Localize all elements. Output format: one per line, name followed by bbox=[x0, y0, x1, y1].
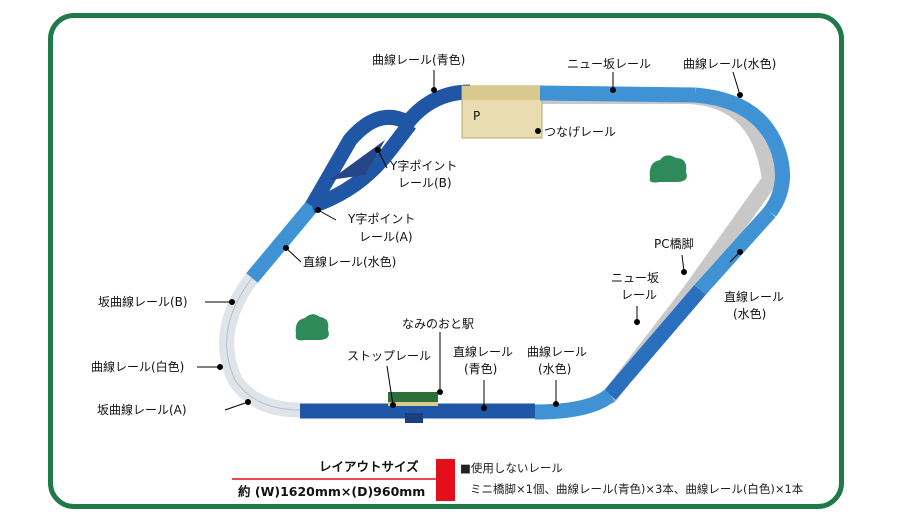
unused-rails-detail: ミニ橋脚×1個、曲線レール(青色)×3本、曲線レール(白色)×1本 bbox=[470, 482, 804, 496]
label-pc-pier: PC橋脚 bbox=[654, 236, 694, 251]
white-curve-track bbox=[219, 273, 301, 418]
top-blue-curve-track bbox=[398, 84, 471, 131]
label-straight-light-right-line1: 直線レール bbox=[724, 289, 784, 304]
label-straight-blue-line1: 直線レール bbox=[453, 344, 513, 359]
new-slope-right-track bbox=[604, 285, 706, 400]
top-light-straight-track bbox=[539, 85, 696, 103]
label-y-point-a-line1: Y字ポイント bbox=[347, 211, 415, 226]
label-y-point-a-line2: レール(A) bbox=[359, 230, 413, 244]
label-straight-light-right-line2: (水色) bbox=[733, 307, 766, 321]
label-curve-blue: 曲線レール(青色) bbox=[372, 52, 465, 67]
label-y-point-b-line1: Y字ポイント bbox=[389, 158, 457, 173]
layout-size-red-bar bbox=[436, 459, 455, 501]
label-curve-light-bottom-line1: 曲線レール bbox=[527, 344, 587, 359]
bush-top-right bbox=[649, 155, 687, 183]
bottom-light-curve-track bbox=[534, 388, 615, 420]
label-slope-curve-a: 坂曲線レール(A) bbox=[97, 402, 187, 417]
label-new-slope-right-line2: レール bbox=[621, 288, 657, 302]
station-platform bbox=[388, 392, 438, 402]
label-y-point-b-line2: レール(B) bbox=[398, 176, 452, 190]
y-point-track-lower bbox=[309, 119, 416, 214]
label-straight-light-left: 直線レール(水色) bbox=[303, 254, 396, 269]
right-descending-track bbox=[694, 206, 776, 296]
left-light-straight-track bbox=[246, 201, 318, 283]
label-new-slope-right-line1: ニュー坂 bbox=[611, 271, 659, 285]
svg-text:P: P bbox=[473, 109, 480, 123]
label-curve-white: 曲線レール(白色) bbox=[91, 359, 184, 374]
label-slope-curve-b: 坂曲線レール(B) bbox=[98, 294, 188, 309]
label-curve-light-bottom-line2: (水色) bbox=[538, 362, 571, 376]
layout-size-title: レイアウトサイズ bbox=[319, 459, 419, 474]
label-connector-rail: つなげレール bbox=[544, 125, 616, 139]
layout-size-dims: 約 (W)1620mm×(D)960mm bbox=[238, 484, 425, 499]
right-light-curve-track bbox=[694, 87, 790, 217]
unused-rails-title: ■使用しないレール bbox=[460, 461, 563, 475]
bush-left bbox=[295, 314, 329, 341]
label-station: なみのおと駅 bbox=[402, 317, 474, 331]
label-new-slope-top: ニュー坂レール bbox=[567, 57, 651, 71]
label-stop-rail: ストップレール bbox=[347, 349, 431, 363]
label-curve-light-top: 曲線レール(水色) bbox=[683, 56, 776, 71]
label-straight-blue-line2: (青色) bbox=[464, 362, 497, 376]
